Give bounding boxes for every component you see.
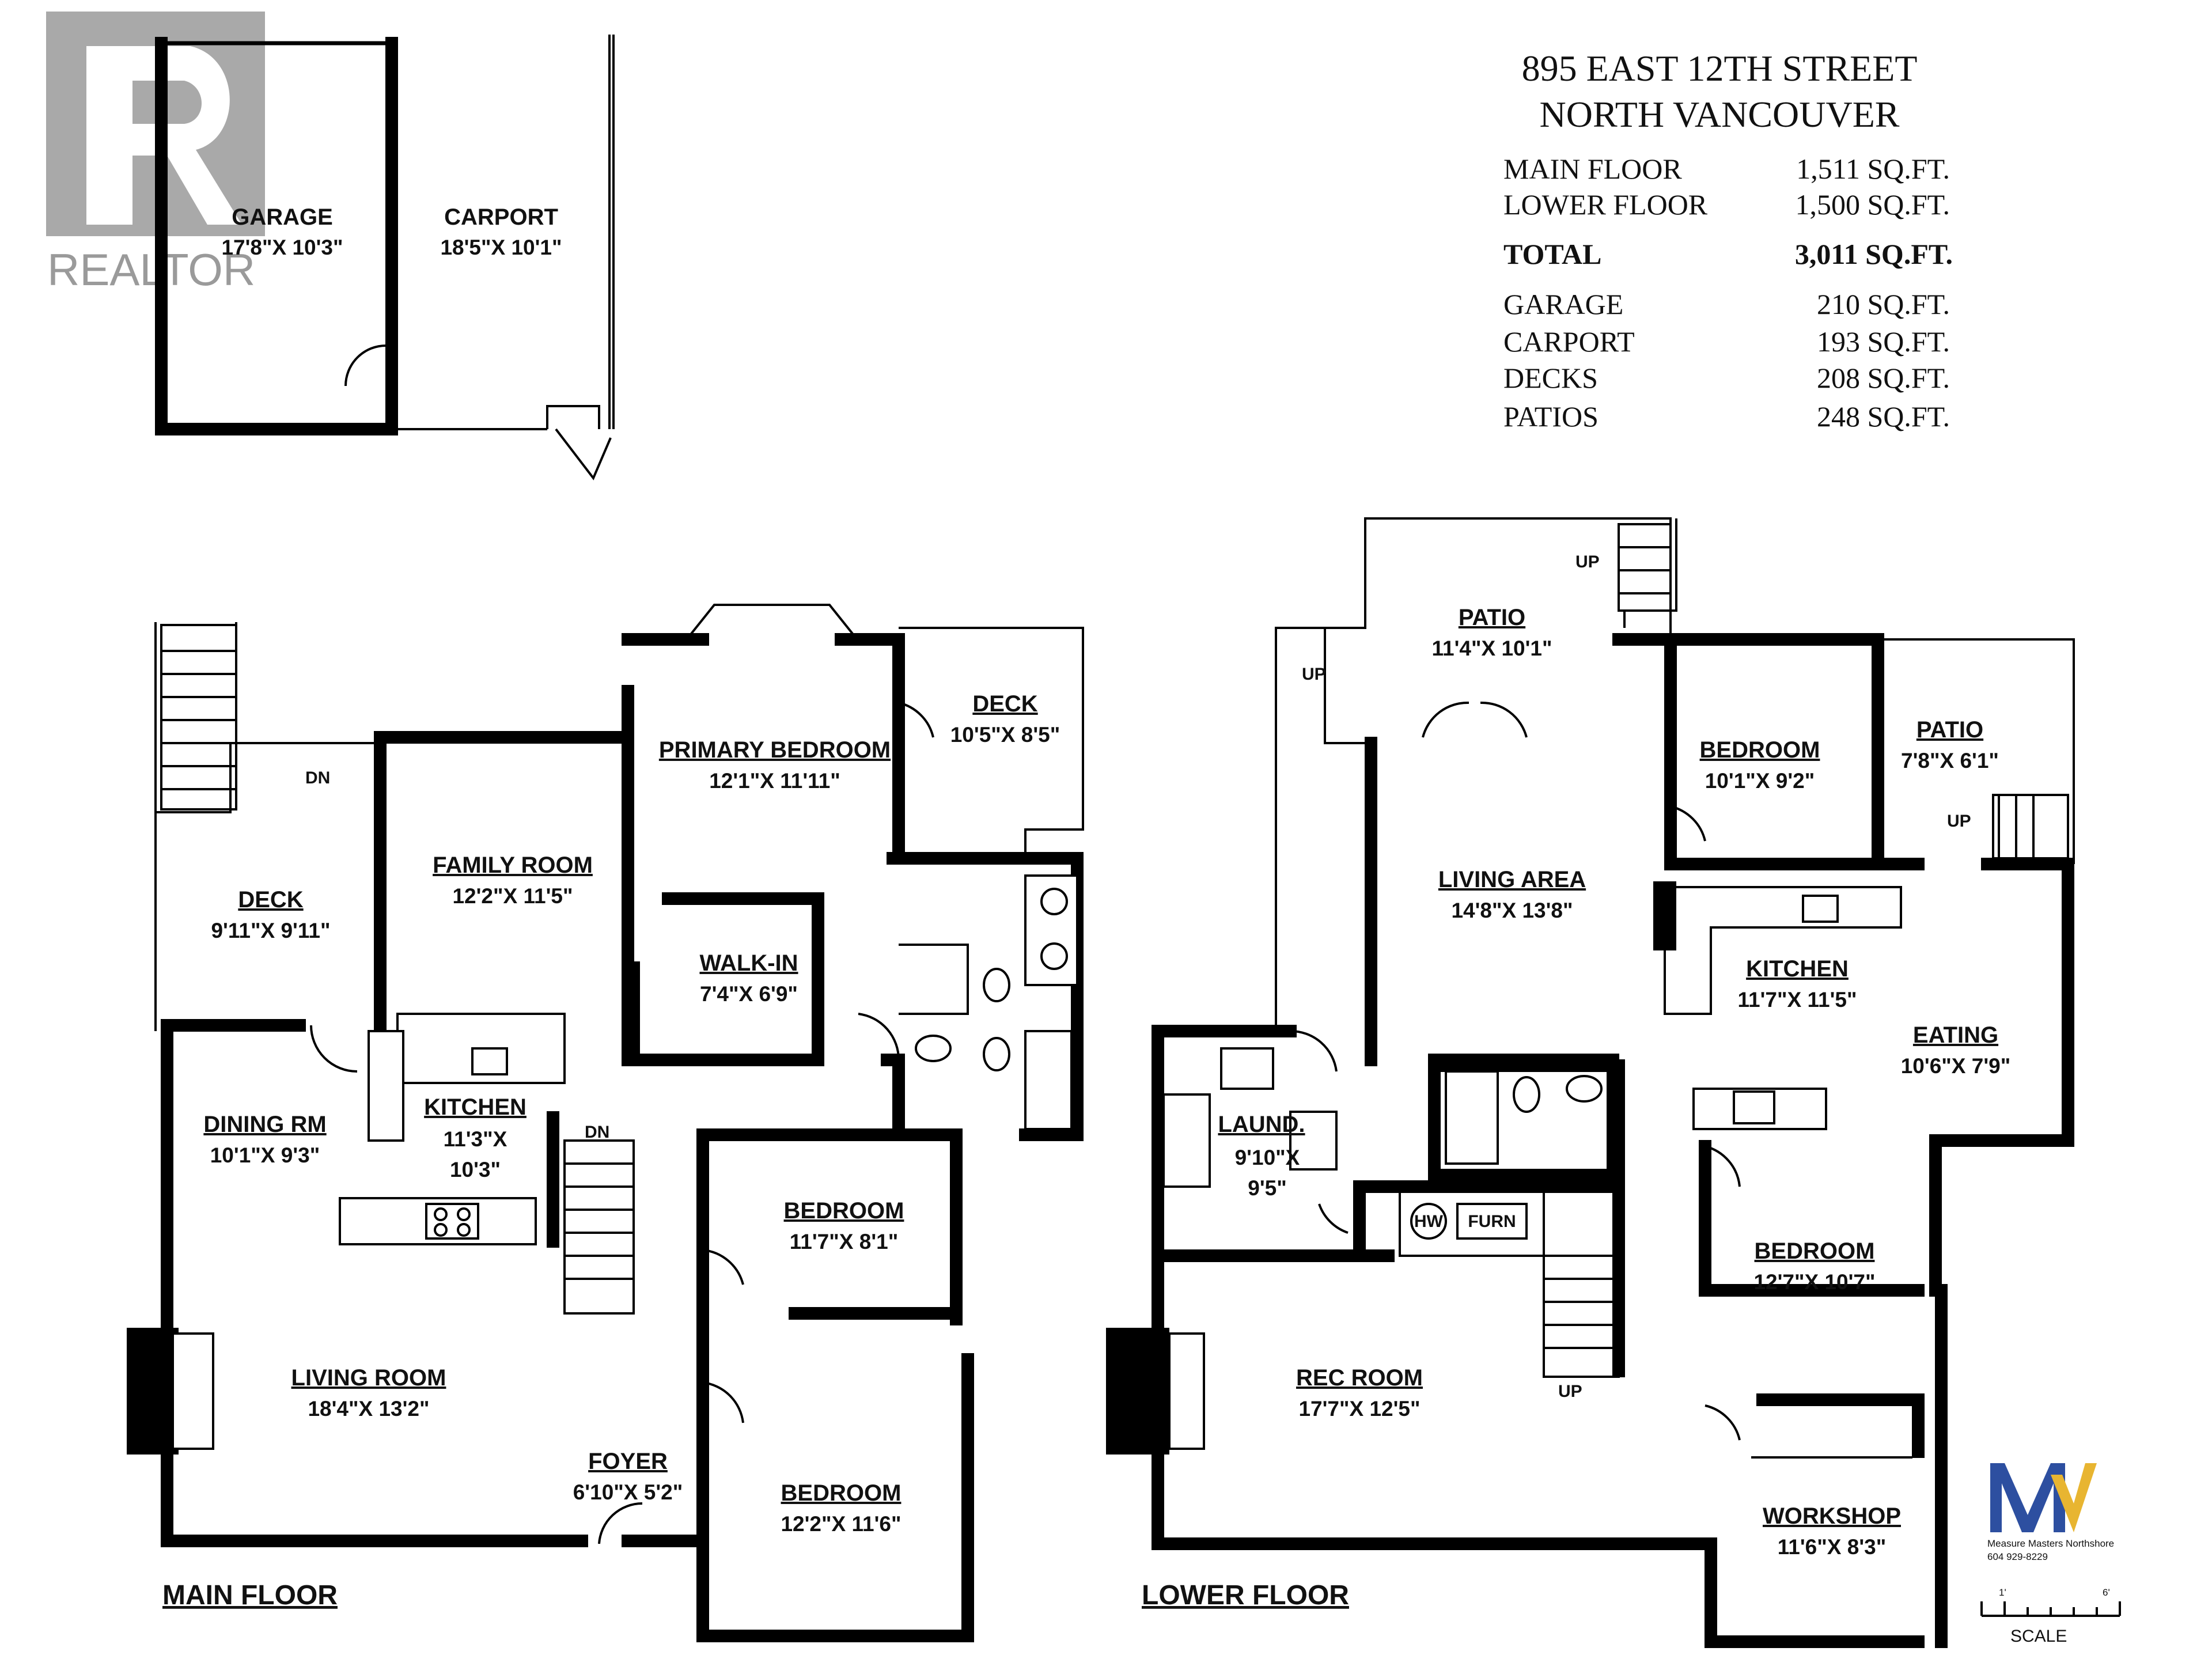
carport-dims: 18'5"X 10'1" <box>440 236 562 259</box>
scale-label: SCALE <box>2010 1627 2067 1646</box>
room-dims-living-area: 14'8"X 13'8" <box>1451 899 1573 922</box>
room-dims-walk-in: 7'4"X 6'9" <box>700 982 798 1006</box>
stair-up-label: UP <box>1947 812 1971 831</box>
area-label-total: TOTAL <box>1503 238 1601 270</box>
room-name-living-area: LIVING AREA <box>1438 867 1586 892</box>
area-value: 1,511 SQ.FT. <box>1796 153 1950 185</box>
area-value: 210 SQ.FT. <box>1817 288 1950 320</box>
stair-dn-label: DN <box>585 1123 609 1142</box>
area-value: 1,500 SQ.FT. <box>1795 188 1950 221</box>
stair-up-label: UP <box>1558 1382 1582 1401</box>
room-dims-bedroom: 10'1"X 9'2" <box>1705 769 1815 793</box>
room-dims-eating: 10'6"X 7'9" <box>1901 1054 2011 1078</box>
measure-masters-phone: 604 929-8229 <box>1987 1551 2048 1562</box>
measure-masters-name: Measure Masters Northshore <box>1987 1538 2114 1549</box>
address-line2: NORTH VANCOUVER <box>1540 94 1900 135</box>
room-name-primary-bedroom: PRIMARY BEDROOM <box>659 737 891 763</box>
area-label: DECKS <box>1503 362 1598 394</box>
garage-name: GARAGE <box>232 204 333 230</box>
carport-name: CARPORT <box>444 204 558 230</box>
room-dims-living-room: 18'4"X 13'2" <box>308 1397 429 1421</box>
room-dims-bedroom: 12'2"X 11'6" <box>781 1512 901 1536</box>
lower-floor: HW FURN UP UP UP UP PATIO 11'4"X 10'1" B… <box>1106 517 2075 1648</box>
garage-dims: 17'8"X 10'3" <box>221 236 343 259</box>
room-dims-kitchen-2: 10'3" <box>450 1158 501 1181</box>
room-name-bedroom: BEDROOM <box>784 1198 904 1224</box>
room-dims-deck: 9'11"X 9'11" <box>211 919 330 942</box>
room-name-foyer: FOYER <box>588 1449 668 1474</box>
address-line1: 895 EAST 12TH STREET <box>1522 48 1918 89</box>
room-dims-dining-rm: 10'1"X 9'3" <box>210 1143 320 1167</box>
room-name-family-room: FAMILY ROOM <box>433 853 593 878</box>
main-floor: DN DN DECK 9'11"X 9'11" FAMILY ROOM 12'2… <box>127 604 1084 1642</box>
room-dims-patio: 11'4"X 10'1" <box>1431 637 1552 660</box>
room-name-bedroom: BEDROOM <box>1700 737 1820 763</box>
lower-floor-title: LOWER FLOOR <box>1142 1580 1349 1611</box>
measure-masters-logo: Measure Masters Northshore 604 929-8229 <box>1987 1463 2114 1562</box>
room-name-walk-in: WALK-IN <box>699 950 798 976</box>
area-label: CARPORT <box>1503 325 1635 358</box>
room-name-kitchen: KITCHEN <box>1746 956 1849 982</box>
area-value: 193 SQ.FT. <box>1817 325 1950 358</box>
room-name-eating: EATING <box>1913 1022 1998 1048</box>
room-name-kitchen: KITCHEN <box>424 1094 527 1120</box>
room-dims-primary-bedroom: 12'1"X 11'11" <box>709 769 840 793</box>
scale-bar: 1' 6' SCALE <box>1980 1587 2121 1646</box>
stair-up-label: UP <box>1302 665 1326 684</box>
main-floor-title: MAIN FLOOR <box>162 1580 338 1611</box>
room-dims-laundry: 9'10"X <box>1235 1146 1300 1169</box>
area-value-total: 3,011 SQ.FT. <box>1795 238 1953 270</box>
room-dims-bedroom: 12'7"X 10'7" <box>1753 1270 1875 1294</box>
realtor-logo-text: REALTOR <box>47 244 255 295</box>
room-dims-workshop: 11'6"X 8'3" <box>1778 1535 1887 1559</box>
room-name-rec-room: REC ROOM <box>1296 1365 1423 1391</box>
room-dims-kitchen: 11'3"X <box>444 1127 507 1151</box>
room-dims-family-room: 12'2"X 11'5" <box>452 884 573 908</box>
room-dims-deck: 10'5"X 8'5" <box>950 723 1060 747</box>
hw-label: HW <box>1414 1212 1444 1231</box>
scale-tick-label: 1' <box>1999 1587 2006 1598</box>
room-dims-laundry-2: 9'5" <box>1248 1176 1287 1200</box>
room-name-workshop: WORKSHOP <box>1763 1503 1901 1529</box>
area-label: PATIOS <box>1503 400 1599 433</box>
area-label: LOWER FLOOR <box>1503 188 1708 221</box>
property-header: 895 EAST 12TH STREET NORTH VANCOUVER <box>1522 48 1918 135</box>
scale-tick-label: 6' <box>2103 1587 2110 1598</box>
room-name-patio: PATIO <box>1459 605 1525 630</box>
room-dims-foyer: 6'10"X 5'2" <box>573 1480 683 1504</box>
room-name-laundry: LAUND. <box>1218 1112 1305 1137</box>
room-name-bedroom: BEDROOM <box>1755 1238 1875 1264</box>
area-label: MAIN FLOOR <box>1503 153 1682 185</box>
room-dims-rec-room: 17'7"X 12'5" <box>1298 1397 1420 1421</box>
room-name-dining-rm: DINING RM <box>203 1112 326 1137</box>
room-name-deck: DECK <box>238 887 303 912</box>
room-name-living-room: LIVING ROOM <box>291 1365 446 1391</box>
room-name-bedroom: BEDROOM <box>781 1480 902 1506</box>
area-table: MAIN FLOOR 1,511 SQ.FT. LOWER FLOOR 1,50… <box>1503 153 1953 433</box>
room-dims-kitchen: 11'7"X 11'5" <box>1737 988 1857 1012</box>
furn-label: FURN <box>1468 1212 1516 1231</box>
outbuilding: GARAGE 17'8"X 10'3" CARPORT 18'5"X 10'1" <box>155 35 615 480</box>
area-value: 208 SQ.FT. <box>1817 362 1950 394</box>
room-name-patio: PATIO <box>1916 717 1983 743</box>
room-name-deck: DECK <box>972 691 1037 717</box>
room-dims-patio: 7'8"X 6'1" <box>1901 749 1999 772</box>
area-value: 248 SQ.FT. <box>1817 400 1950 433</box>
stair-up-label: UP <box>1575 552 1600 571</box>
room-dims-bedroom: 11'7"X 8'1" <box>790 1230 899 1253</box>
area-label: GARAGE <box>1503 288 1623 320</box>
stair-dn-label: DN <box>305 768 330 787</box>
